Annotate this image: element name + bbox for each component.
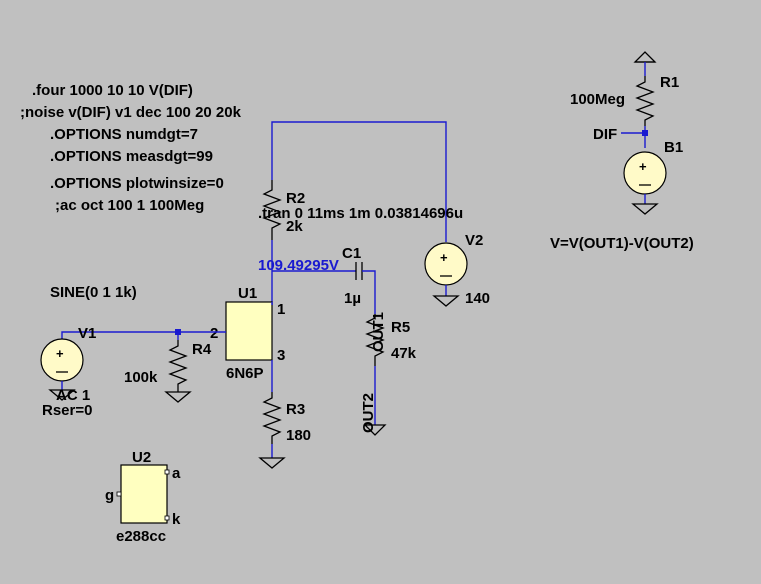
r4-name: R4 — [192, 341, 212, 358]
directive-tran[interactable]: .tran 0 11ms 1m 0.03814696u — [258, 205, 463, 222]
r3-resistor[interactable] — [262, 392, 282, 444]
r1-value: 100Meg — [570, 91, 625, 108]
directive-options-plotwinsize[interactable]: .OPTIONS plotwinsize=0 — [50, 175, 224, 192]
ground-symbol-r5 — [363, 424, 387, 436]
directive-four[interactable]: .four 1000 10 10 V(DIF) — [32, 82, 193, 99]
net-label-out2[interactable]: OUT2 — [360, 393, 377, 433]
v1-sine-label: SINE(0 1 1k) — [50, 284, 137, 301]
directive-noise[interactable]: ;noise v(DIF) v1 dec 100 20 20k — [20, 104, 242, 121]
directive-options-numdgt[interactable]: .OPTIONS numdgt=7 — [50, 126, 198, 143]
b1-name: B1 — [664, 139, 683, 156]
r1-top-terminal — [633, 51, 657, 63]
v1-rser-label: Rser=0 — [42, 402, 92, 419]
wire-v1-to-grid[interactable] — [61, 331, 226, 340]
ground-symbol-b1 — [631, 203, 659, 215]
u2-pin-k[interactable] — [164, 515, 170, 521]
u1-pin1-label: 1 — [277, 301, 285, 318]
b1-expression: V=V(OUT1)-V(OUT2) — [550, 235, 694, 252]
wire-c1-to-r5[interactable] — [362, 270, 376, 314]
v1-name: V1 — [78, 325, 96, 342]
ground-symbol-v2 — [432, 295, 460, 307]
u2-tube[interactable] — [120, 464, 168, 524]
r2-name: R2 — [286, 190, 305, 207]
r5-value: 47k — [391, 345, 417, 362]
ground-symbol-r3 — [258, 457, 286, 469]
r3-value: 180 — [286, 427, 311, 444]
u1-tube[interactable] — [225, 301, 273, 361]
u2-pin-k-label: k — [172, 511, 181, 528]
u1-pin2-label: 2 — [210, 325, 218, 342]
net-label-out1[interactable]: OUT1 — [370, 312, 387, 352]
u2-pin-g-label: g — [105, 487, 114, 504]
u2-pin-a-label: a — [172, 465, 181, 482]
r2-value: 2k — [286, 218, 303, 235]
r5-name: R5 — [391, 319, 410, 336]
directive-options-measdgt[interactable]: .OPTIONS measdgt=99 — [50, 148, 213, 165]
r2-resistor[interactable] — [262, 180, 282, 240]
node-voltage-label: 109.49295V — [258, 257, 339, 274]
junction-dot-dif — [642, 130, 648, 136]
ground-symbol-r4 — [164, 391, 192, 403]
u2-pin-g[interactable] — [116, 491, 122, 497]
r5-resistor[interactable] — [365, 314, 385, 366]
r4-resistor[interactable] — [168, 340, 188, 392]
r1-name: R1 — [660, 74, 679, 91]
v2-plus-sign: + — [440, 250, 448, 265]
b1-plus-sign: + — [639, 159, 647, 174]
u1-model: 6N6P — [226, 365, 264, 382]
v2-name: V2 — [465, 232, 483, 249]
u2-model: e288cc — [116, 528, 166, 545]
v1-plus-sign: + — [56, 346, 64, 361]
wire-supply-rail[interactable] — [271, 121, 447, 242]
c1-value: 1µ — [344, 290, 361, 307]
r3-name: R3 — [286, 401, 305, 418]
v1-ac-label: AC 1 — [56, 387, 90, 404]
ground-symbol-v1 — [48, 389, 76, 401]
u2-pin-a[interactable] — [164, 469, 170, 475]
r4-value: 100k — [124, 369, 158, 386]
directive-ac[interactable]: ;ac oct 100 1 100Meg — [55, 197, 204, 214]
u2-name: U2 — [132, 449, 151, 466]
u1-pin3-label: 3 — [277, 347, 285, 364]
u1-name: U1 — [238, 285, 257, 302]
c1-name: C1 — [342, 245, 361, 262]
r1-resistor[interactable] — [635, 76, 655, 126]
v2-value: 140 — [465, 290, 490, 307]
net-label-dif[interactable]: DIF — [593, 126, 617, 143]
